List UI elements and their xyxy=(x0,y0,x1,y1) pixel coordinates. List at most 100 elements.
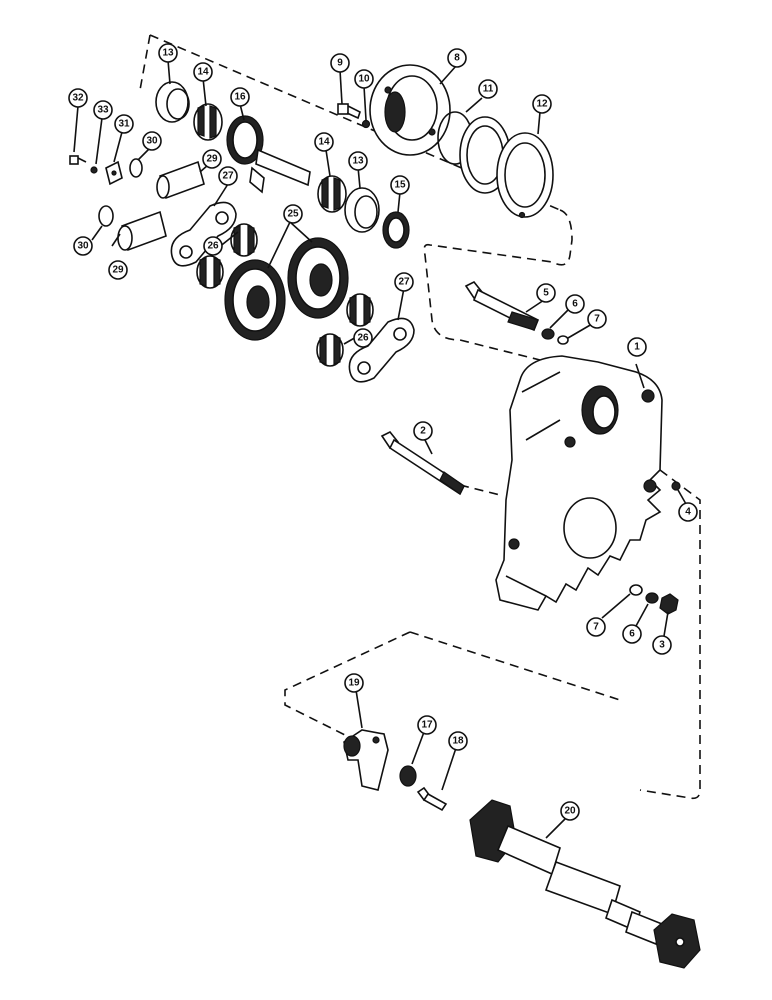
bearing-retainer xyxy=(369,64,451,156)
callout-8: 8 xyxy=(447,48,467,68)
washer-upper xyxy=(541,328,555,340)
needle-bearing-b xyxy=(196,255,224,289)
callout-20: 20 xyxy=(560,801,580,821)
callout-33-text: 33 xyxy=(97,105,109,116)
callout-9-text: 9 xyxy=(337,58,343,69)
idler-shaft-lower xyxy=(117,210,167,252)
callout-13a: 13 xyxy=(158,43,178,63)
callout-1: 1 xyxy=(627,337,647,357)
thrust-plate-right xyxy=(348,317,415,383)
callout-11-text: 11 xyxy=(483,84,494,95)
callout-26b-text: 26 xyxy=(357,333,369,344)
callout-19: 19 xyxy=(344,673,364,693)
oil-seal xyxy=(382,211,410,249)
callout-7b: 7 xyxy=(586,617,606,637)
long-bolt-upper xyxy=(464,280,540,332)
o-ring-upper xyxy=(129,158,143,178)
callout-12-text: 12 xyxy=(536,99,548,110)
callout-26a-text: 26 xyxy=(207,241,219,252)
callout-13b: 13 xyxy=(348,151,368,171)
idler-gear-left xyxy=(224,259,286,341)
callout-4: 4 xyxy=(678,502,698,522)
callout-14b-text: 14 xyxy=(318,137,330,148)
callout-7b-text: 7 xyxy=(593,622,599,633)
callout-26a: 26 xyxy=(203,236,223,256)
callout-29a-text: 29 xyxy=(206,154,218,165)
callout-1-text: 1 xyxy=(634,342,640,353)
yoke-washer xyxy=(399,765,417,787)
callout-6b: 6 xyxy=(622,624,642,644)
callout-3-text: 3 xyxy=(659,640,665,651)
callout-8-text: 8 xyxy=(454,53,460,64)
flat-washer-lower xyxy=(629,584,643,596)
upper-group-outline xyxy=(139,34,573,361)
callout-11: 11 xyxy=(478,79,498,99)
callout-9: 9 xyxy=(330,53,350,73)
hex-nut xyxy=(659,593,679,615)
callout-31-text: 31 xyxy=(118,119,130,130)
callout-5: 5 xyxy=(536,283,556,303)
yoke-bolt xyxy=(416,786,448,812)
bearing-cup-upper xyxy=(155,81,190,123)
callout-13a-text: 13 xyxy=(162,48,174,59)
callout-6b-text: 6 xyxy=(629,629,635,640)
callout-16: 16 xyxy=(230,87,250,107)
cap-screw-lock-plate xyxy=(69,155,87,165)
callout-10: 10 xyxy=(354,69,374,89)
callout-10-text: 10 xyxy=(358,74,370,85)
callout-30a: 30 xyxy=(142,131,162,151)
idler-gear-right xyxy=(287,237,349,319)
needle-bearing-c xyxy=(346,293,374,327)
gaskets xyxy=(459,116,554,219)
drive-shaft xyxy=(469,799,701,969)
callout-13b-text: 13 xyxy=(352,156,364,167)
callout-30b: 30 xyxy=(73,236,93,256)
callout-7a: 7 xyxy=(587,309,607,329)
callout-27a: 27 xyxy=(218,166,238,186)
callout-27b-text: 27 xyxy=(398,277,410,288)
callout-32: 32 xyxy=(68,88,88,108)
flat-washer-upper xyxy=(557,335,569,345)
callout-2: 2 xyxy=(413,421,433,441)
callout-4-text: 4 xyxy=(685,507,691,518)
callout-20-text: 20 xyxy=(564,806,576,817)
lower-group-outline xyxy=(284,631,621,736)
bolt-axis-line xyxy=(459,484,501,496)
bearing-cone-upper xyxy=(193,103,223,141)
input-shaft-gear xyxy=(226,115,311,194)
callout-29b-text: 29 xyxy=(112,265,124,276)
callout-29b: 29 xyxy=(108,260,128,280)
callout-6a-text: 6 xyxy=(572,299,578,310)
callout-3: 3 xyxy=(652,635,672,655)
callout-33: 33 xyxy=(93,100,113,120)
callout-15: 15 xyxy=(390,175,410,195)
callout-14b: 14 xyxy=(314,132,334,152)
callout-7a-text: 7 xyxy=(594,314,600,325)
callout-18: 18 xyxy=(448,731,468,751)
needle-bearing-d xyxy=(316,333,344,367)
needle-bearing-a xyxy=(230,223,258,257)
callout-25: 25 xyxy=(283,204,303,224)
callout-30a-text: 30 xyxy=(146,136,158,147)
callout-30b-text: 30 xyxy=(77,241,89,252)
callout-18-text: 18 xyxy=(452,736,464,747)
pipe-plug xyxy=(671,481,681,491)
lock-plate xyxy=(105,160,123,186)
callout-19-text: 19 xyxy=(348,678,360,689)
callout-26b: 26 xyxy=(353,328,373,348)
callout-31: 31 xyxy=(114,114,134,134)
callout-14a: 14 xyxy=(193,62,213,82)
washer-small xyxy=(90,166,98,174)
callout-15-text: 15 xyxy=(394,180,406,191)
callout-27a-text: 27 xyxy=(222,171,234,182)
bearing-cone-lower xyxy=(317,175,347,213)
drive-yoke xyxy=(343,729,389,791)
gear-housing xyxy=(495,355,663,611)
cap-screw-small xyxy=(337,103,361,120)
callout-29a: 29 xyxy=(202,149,222,169)
callout-27b: 27 xyxy=(394,272,414,292)
thrust-plate-left xyxy=(170,201,237,267)
o-ring-lower xyxy=(98,205,114,227)
callout-16-text: 16 xyxy=(234,92,246,103)
